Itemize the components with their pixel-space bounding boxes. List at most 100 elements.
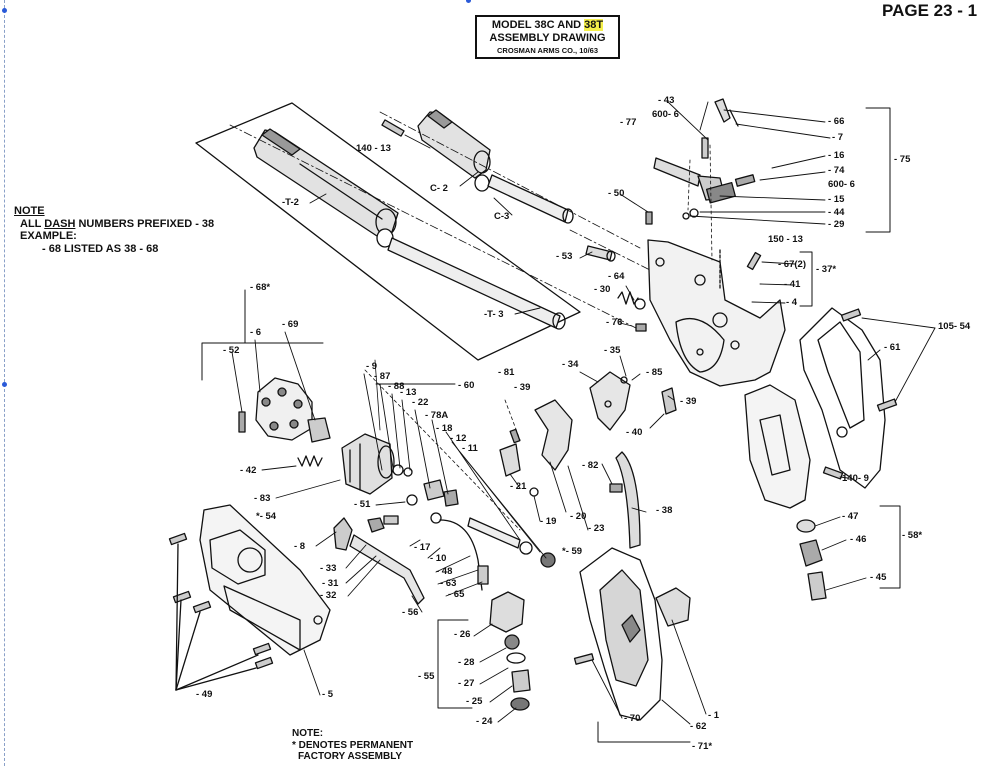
callout-label: - 56 [402,607,419,618]
centerline [364,369,521,531]
centerline [229,124,641,331]
callout-label: - 30 [594,284,611,295]
callout-label: - 76 [606,317,623,328]
callout-label: - 5 [322,689,334,700]
callout-label: *- 59 [562,546,583,557]
ratchet-69 [307,417,331,443]
callout-label: - 13 [400,387,417,398]
callout-label: - 1 [708,710,720,721]
screw-105-54-a [840,308,862,322]
note-line-1-pre: ALL [20,217,45,230]
callout-label: - 23 [588,523,605,534]
pin-81 [504,399,521,444]
margin-dot [2,8,7,13]
callout-label: - 35 [604,345,621,356]
callout-label: - 29 [828,219,845,230]
callout-label: - 41 [784,279,801,290]
side-plate-5 [199,504,331,656]
pin-52 [238,411,246,433]
valve-body [341,433,395,495]
callout-label: - 39 [514,382,531,393]
screws-49 [168,532,274,691]
screw-77 [701,137,709,159]
callout-label: - 4 [786,297,798,308]
callout-label: - 75 [894,154,911,165]
stack-55 [489,591,531,711]
dash-number-note: NOTE ALL DASH NUMBERS PREFIXED - 38 EXAM… [14,205,214,255]
note-line-2: EXAMPLE: [20,230,77,242]
margin-dot [466,0,471,3]
callout-label: - 53 [556,251,573,262]
callout-label: - 51 [354,499,371,510]
callout-label: - 38 [656,505,673,516]
rod-53 [585,245,616,262]
screw-70 [573,653,595,665]
callout-label: - 37* [816,264,837,275]
callout-label: - 9 [366,361,378,372]
callout-label: C-3 [494,211,510,222]
callout-label: - 18 [436,423,453,434]
callout-label: - 6 [250,327,262,338]
screw-150-13 [746,251,762,271]
callout-label: - 12 [450,433,467,444]
callout-label: - 48 [436,566,453,577]
callout-label: - 19 [540,516,557,527]
screw-140-13 [381,119,405,137]
trigger-40 [661,387,677,415]
callout-label: - 68* [250,282,271,293]
callout-label: -T-2 [282,197,299,208]
callout-label: - 20 [570,511,587,522]
lever-8 [333,517,353,551]
callout-label: - 7 [832,132,844,143]
callout-label: - 58* [902,530,923,541]
callout-label: 140 - 13 [356,143,391,154]
callout-label: - 67(2) [778,259,806,270]
callout-label: - 16 [828,150,845,161]
callout-label: - 71* [692,741,713,752]
bracket-58 [879,505,901,589]
bracket-71 [597,721,691,743]
grip-left [579,547,663,721]
callout-label: - 55 [418,671,435,682]
frame-grip [744,384,811,509]
title-line-1: MODEL 38C AND 38T [477,19,618,32]
assembly-58 [796,519,827,601]
callout-label: - 61 [884,342,901,353]
callout-label: - 17 [414,542,431,553]
note-line-1: ALL DASH NUMBERS PREFIXED - 38 [14,218,214,231]
note2-line-2: * DENOTES PERMANENT [292,739,414,751]
bracket-37 [799,251,813,307]
callout-label: - 74 [828,165,845,176]
callout-label: - 65 [448,589,465,600]
callout-label: - 21 [510,481,527,492]
callout-label: - 81 [498,367,515,378]
barrel-group-outline [195,102,581,361]
callout-label: - 43 [658,95,675,106]
callout-label: - 69 [282,319,299,330]
screw-140-9 [822,466,844,480]
callout-label: - 64 [608,271,625,282]
permanent-assembly-note: NOTE: * DENOTES PERMANENT FACTORY ASSEMB… [292,728,413,763]
callout-label: - 87 [374,371,391,382]
spring-42 [297,455,323,467]
callout-label: - 44 [828,207,845,218]
bracket-55 [437,619,473,709]
barrel-c3-tube [487,174,574,224]
callout-label: - 11 [462,443,478,454]
title-highlighted-model: 38T [584,19,604,31]
frame [647,239,786,387]
callout-label: - 31 [322,578,339,589]
spring-48-65 [430,512,489,591]
callout-label: 150 - 13 [768,234,803,245]
callout-label: - 85 [646,367,663,378]
pin-82 [609,483,623,493]
callout-label: 600- 6 [652,109,679,120]
callout-label: - 50 [608,188,625,199]
callout-label: - 33 [320,563,337,574]
title-box: MODEL 38C AND 38T ASSEMBLY DRAWING CROSM… [475,15,620,59]
barrel-c2 [417,109,491,192]
callout-label: - 60 [458,380,475,391]
callout-label: 600- 6 [828,179,855,190]
screw-105-54-b [876,398,898,412]
